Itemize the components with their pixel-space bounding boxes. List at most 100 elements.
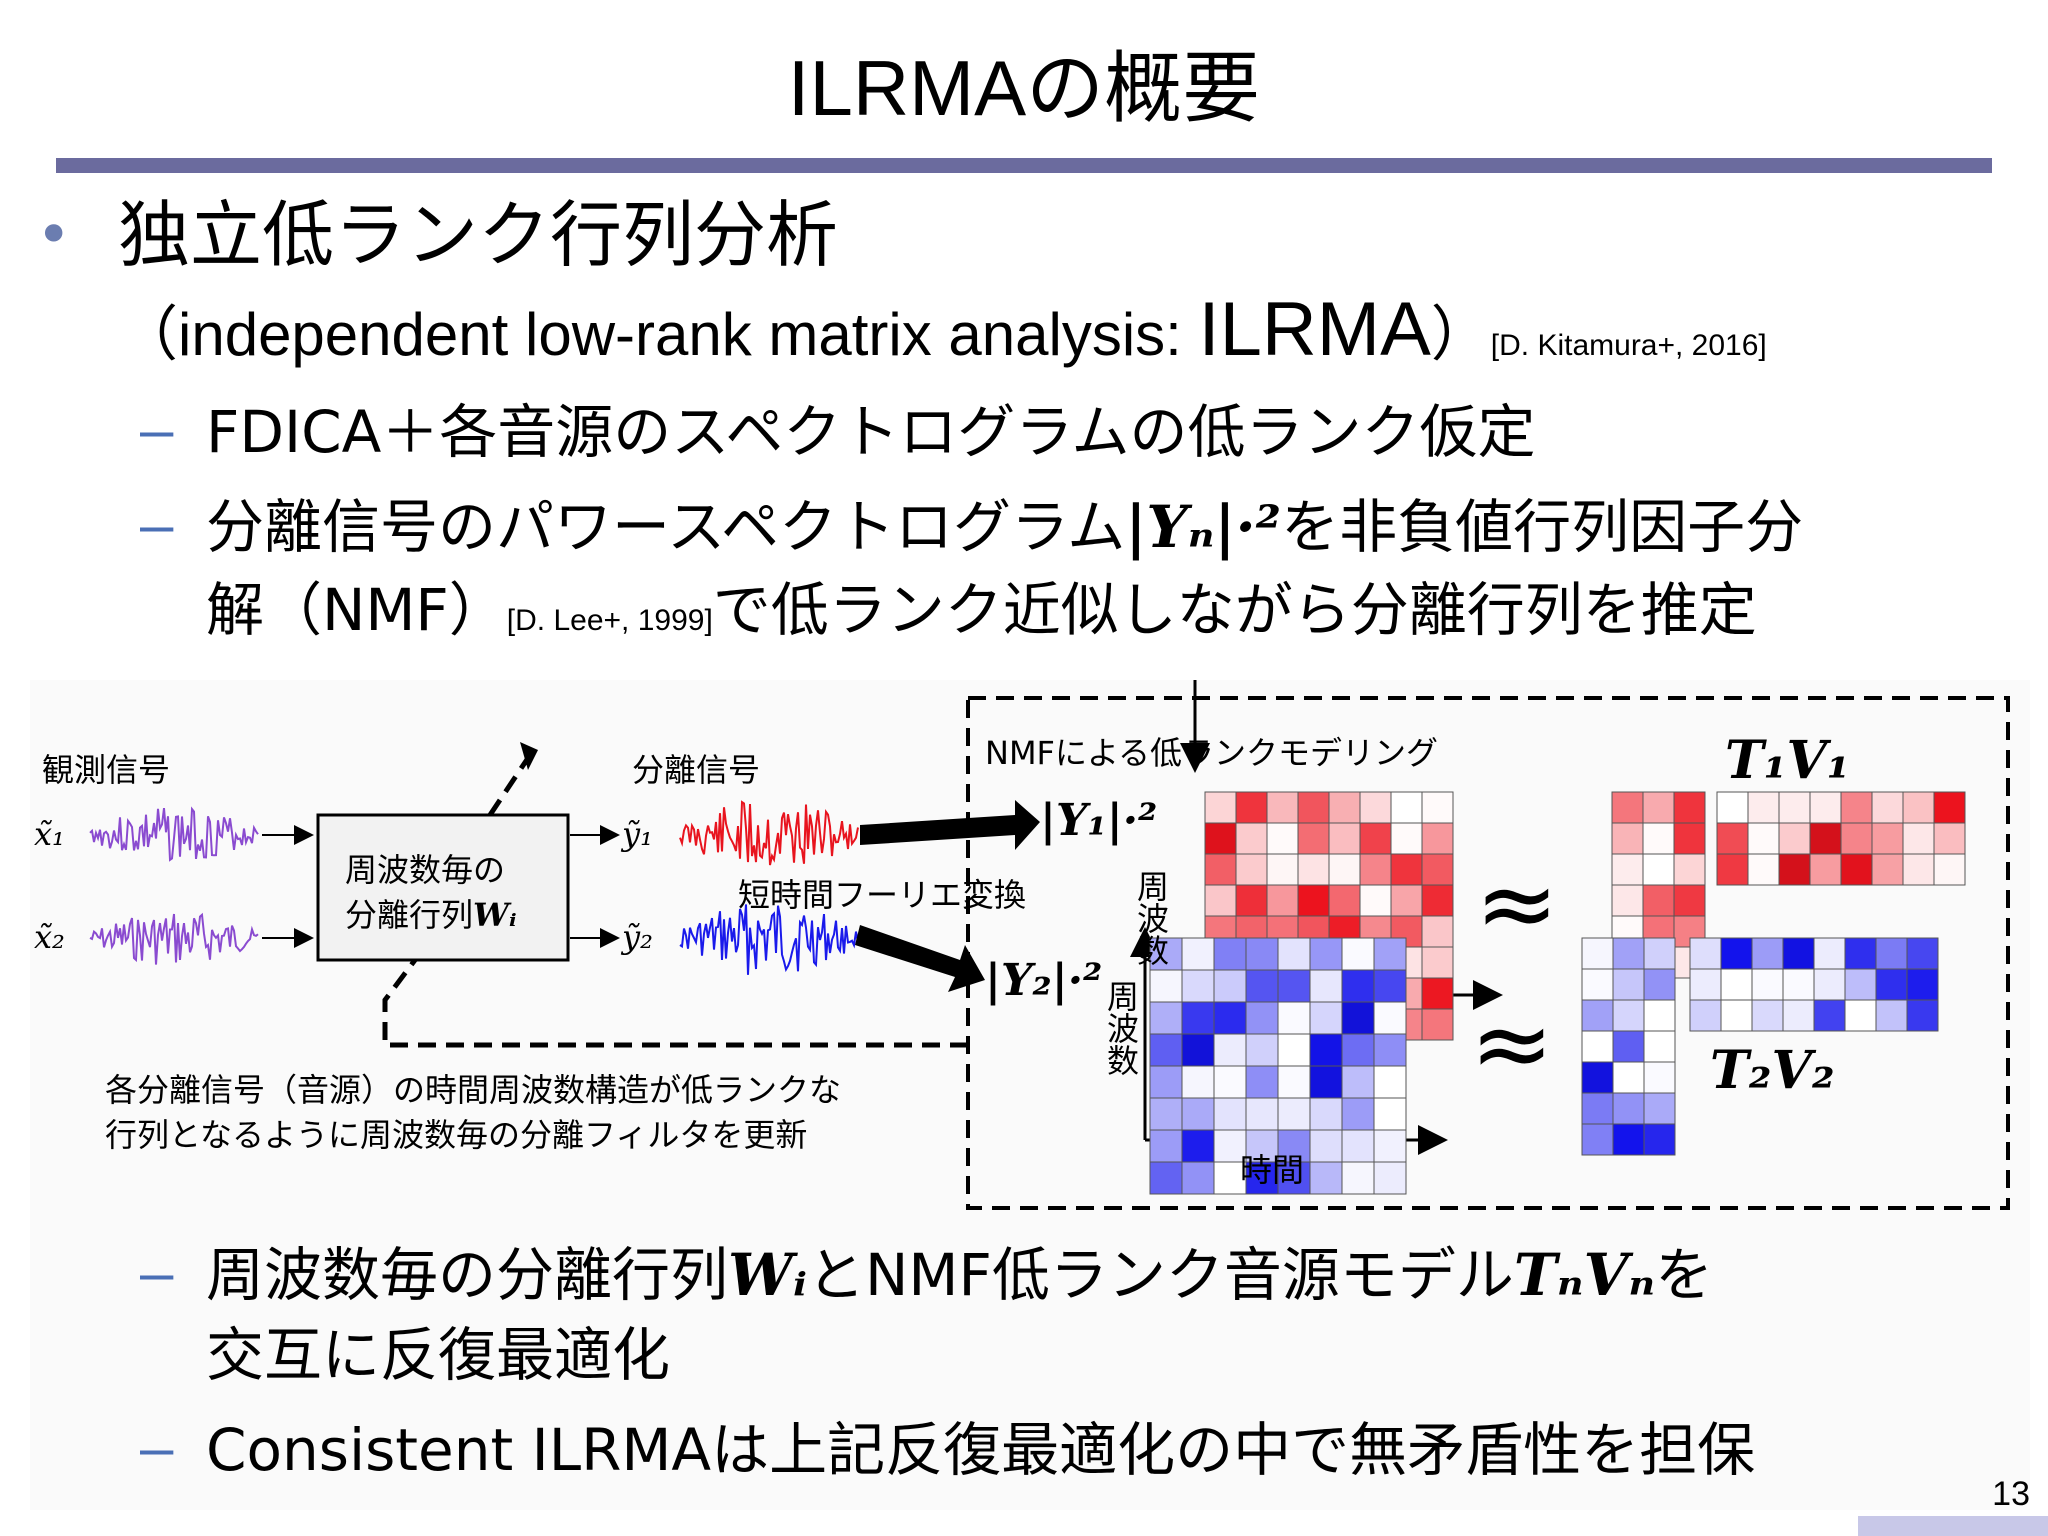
sub-item-4: Consistent ILRMAは上記反復最適化の中で無矛盾性を担保 — [206, 1416, 1756, 1484]
grid-Y2-cell — [1309, 1065, 1343, 1099]
math-Wi: Wᵢ — [728, 1241, 808, 1309]
grid-Y2-cell — [1309, 1097, 1343, 1131]
grid-T2-cell — [1612, 1030, 1645, 1063]
grid-Y2-cell — [1149, 1065, 1183, 1099]
grid-V1-cell — [1809, 853, 1842, 886]
grid-V1-cell — [1871, 822, 1904, 855]
grid-Y1-cell — [1297, 791, 1330, 824]
grid-Y2-cell — [1181, 1097, 1215, 1131]
Y1-label: |Y₁|·² — [1040, 795, 1158, 846]
y1-label: ỹ₁ — [622, 815, 653, 853]
separation-matrix-box — [316, 813, 570, 962]
grid-Y1-cell — [1390, 853, 1423, 886]
grid-V1-cell — [1933, 853, 1966, 886]
grid-V1-cell — [1933, 791, 1966, 824]
grid-Y1-cell — [1390, 822, 1423, 855]
grid-Y1-cell — [1297, 853, 1330, 886]
separated-waveform-2 — [679, 904, 859, 975]
grid-Y1-cell — [1359, 853, 1392, 886]
arrow-to-Y2 — [855, 925, 985, 992]
grid-V1-cell — [1871, 791, 1904, 824]
dash-marker: – — [140, 1239, 174, 1306]
grid-Y2-cell — [1373, 937, 1407, 971]
slide-title: ILRMAの概要 — [787, 44, 1261, 132]
grid-Y2-cell — [1341, 1001, 1375, 1035]
grid-Y2-cell — [1149, 1001, 1183, 1035]
subtitle-text: （independent low-rank matrix analysis: — [118, 301, 1199, 368]
grid-Y1-cell — [1297, 884, 1330, 917]
grid-V2-cell — [1689, 937, 1722, 970]
sub-item-3-text-c: を — [1655, 1241, 1714, 1309]
caption-line2: 行列となるように周波数毎の分離フィルタを更新 — [105, 1116, 808, 1154]
grid-Y2-cell — [1309, 1129, 1343, 1163]
grid-Y2-cell — [1245, 937, 1279, 971]
grid-Y1-cell — [1328, 884, 1361, 917]
grid-T2-cell — [1643, 999, 1676, 1032]
dash-marker: – — [140, 1414, 174, 1481]
grid-T2-cell — [1581, 999, 1614, 1032]
grid-T2-cell — [1581, 1061, 1614, 1094]
grid-Y1-cell — [1421, 884, 1454, 917]
grid-T2-cell — [1612, 968, 1645, 1001]
grid-Y1-cell — [1235, 822, 1268, 855]
stft-label: 短時間フーリエ変換 — [738, 876, 1027, 914]
grid-T2-cell — [1643, 1061, 1676, 1094]
grid-Y2-cell — [1341, 1065, 1375, 1099]
grid-Y1-cell — [1390, 791, 1423, 824]
grid-Y2-cell — [1181, 1033, 1215, 1067]
grid-V2-cell — [1782, 999, 1815, 1032]
grid-Y2-cell — [1373, 1065, 1407, 1099]
citation: [D. Kitamura+, 2016] — [1490, 329, 1767, 362]
grid-V1-cell — [1902, 791, 1935, 824]
box-label-math: Wᵢ — [473, 896, 517, 934]
bullet-subtitle: （independent low-rank matrix analysis: I… — [118, 290, 1767, 386]
grid-V2-cell — [1813, 999, 1846, 1032]
grid-V2-cell — [1751, 999, 1784, 1032]
grid-Y2-cell — [1373, 969, 1407, 1003]
T1V1-label: T₁V₁ — [1725, 730, 1850, 791]
sub-item-2-line1: 分離信号のパワースペクトログラム|Yₙ|·²を非負値行列因子分 — [206, 487, 1803, 567]
grid-Y1-cell — [1266, 853, 1299, 886]
grid-Y1-cell — [1359, 884, 1392, 917]
sub-item-2-text-a: 分離信号のパワースペクトログラム — [206, 493, 1126, 561]
grid-T1-cell — [1642, 884, 1675, 917]
bullet-marker: • — [36, 200, 72, 270]
grid-Y1-cell — [1328, 791, 1361, 824]
grid-Y2-cell — [1309, 937, 1343, 971]
nmf-label: NMFによる低ランクモデリング — [985, 734, 1438, 772]
grid-V2-cell — [1720, 999, 1753, 1032]
grid-V1-cell — [1902, 822, 1935, 855]
bullet-heading: 独立低ランク行列分析 — [118, 193, 839, 277]
x1-label: x̃₁ — [34, 815, 65, 853]
approx-symbol-1: ≈ — [1475, 845, 1559, 962]
grid-Y2-cell — [1213, 1161, 1247, 1195]
box-label-line1: 周波数毎の — [345, 851, 506, 889]
grid-T2-cell — [1581, 1030, 1614, 1063]
grid-Y2-cell — [1373, 1129, 1407, 1163]
grid-Y1-cell — [1421, 915, 1454, 948]
grid-V2-cell — [1751, 968, 1784, 1001]
grid-V1-cell — [1840, 791, 1873, 824]
grid-Y2-cell — [1277, 1161, 1311, 1195]
grid-Y2-cell — [1213, 1129, 1247, 1163]
grid-Y1-cell — [1421, 853, 1454, 886]
grid-Y2-cell — [1373, 1001, 1407, 1035]
observed-waveform-1 — [89, 806, 259, 862]
grid-V2-cell — [1689, 968, 1722, 1001]
grid-Y2-cell — [1181, 1161, 1215, 1195]
grid-Y1-cell — [1266, 791, 1299, 824]
grid-V2-cell — [1720, 937, 1753, 970]
grid-Y2-cell — [1277, 969, 1311, 1003]
arrow-to-Y1 — [860, 800, 1040, 850]
sub-item-3-text-a: 周波数毎の分離行列 — [206, 1241, 729, 1309]
sub-item-1: FDICA＋各音源のスペクトログラムの低ランク仮定 — [206, 398, 1536, 466]
grid-T2-cell — [1612, 1123, 1645, 1156]
grid-Y1-cell — [1421, 977, 1454, 1010]
grid-Y2-cell — [1181, 1129, 1215, 1163]
dash-marker: – — [140, 491, 174, 558]
citation-lee: [D. Lee+, 1999] — [506, 604, 713, 637]
grid-Y2-cell — [1181, 1001, 1215, 1035]
grid-V1-cell — [1747, 822, 1780, 855]
grid-Y2-cell — [1245, 1161, 1279, 1195]
observed-signal-label: 観測信号 — [42, 751, 171, 789]
